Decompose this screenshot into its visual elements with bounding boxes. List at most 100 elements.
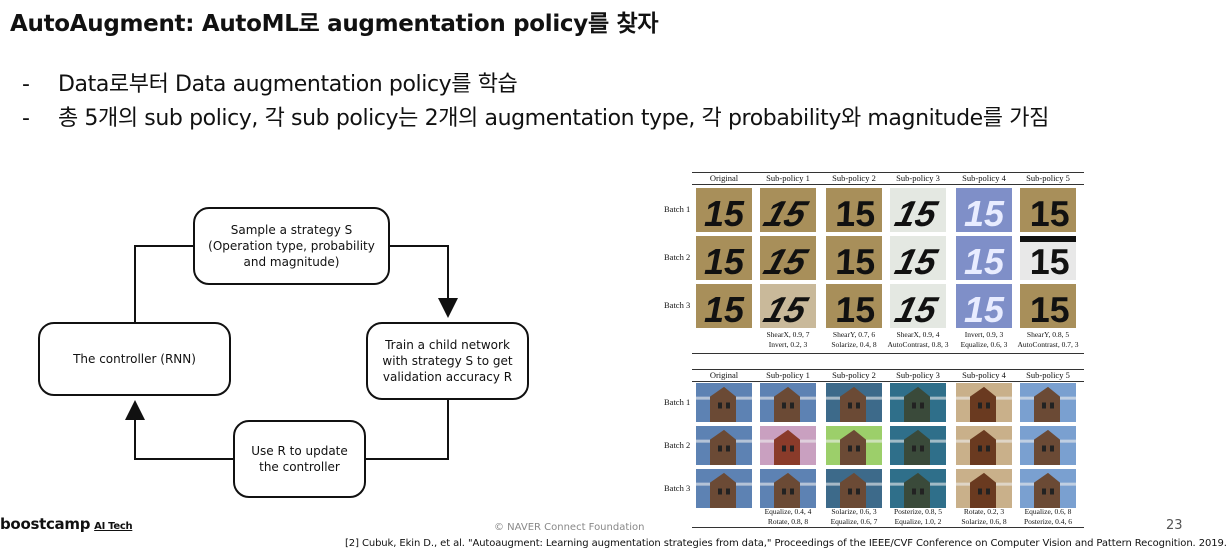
imagenet-sample-image [890, 383, 946, 422]
svhn-sample-image: 15 [826, 236, 882, 282]
column-header: Sub-policy 3 [896, 173, 940, 183]
table-bottom-rule [692, 527, 1084, 528]
slide-title: AutoAugment: AutoML로 augmentation policy… [10, 11, 659, 37]
table-header-rule [692, 184, 1084, 185]
bullet-1: -Data로부터 Data augmentation policy를 학습 [22, 66, 518, 98]
imagenet-sample-image [696, 426, 752, 465]
svhn-sample-image: 15 [826, 188, 882, 234]
svg-text:15: 15 [1026, 241, 1074, 282]
caption-line: Equalize, 1.0, 2 [894, 517, 942, 526]
imagenet-sample-image [1020, 426, 1076, 465]
svhn-sample-image: 15 [759, 236, 816, 282]
svhn-sample-image: 15 [696, 188, 752, 234]
column-header: Sub-policy 5 [1026, 173, 1070, 183]
svg-text:15: 15 [1026, 289, 1074, 330]
svhn-sample-image: 15 [956, 188, 1012, 234]
bullet-text: 총 5개의 sub policy, 각 sub policy는 2개의 augm… [58, 106, 1049, 131]
row-header: Batch 3 [664, 300, 691, 310]
table-bottom-rule [692, 353, 1084, 354]
imagenet-sample-image [1020, 469, 1076, 508]
svhn-sample-image: 15 [759, 284, 816, 330]
svg-text:15: 15 [832, 289, 879, 330]
svhn-sample-image: 15 [956, 284, 1012, 330]
column-header: Sub-policy 4 [962, 370, 1006, 380]
caption-line: Posterize, 0.4, 6 [1023, 517, 1073, 526]
caption-line: Invert, 0.9, 3 [964, 330, 1004, 339]
imagenet-sample-image [956, 426, 1012, 465]
svhn-sample-image: 15 [1020, 188, 1076, 234]
svg-text:15: 15 [704, 241, 745, 282]
column-header: Original [709, 173, 739, 183]
imagenet-sample-image [760, 469, 816, 508]
caption-line: Equalize, 0.6, 8 [1024, 507, 1072, 516]
sample-strategy-node: Sample a strategy S (Operation type, pro… [193, 207, 390, 285]
svhn-sample-image: 15 [1020, 236, 1076, 282]
svhn-sample-image: 15 [759, 188, 816, 234]
imagenet-sample-image [890, 426, 946, 465]
svg-text:15: 15 [704, 289, 745, 330]
column-header: Sub-policy 3 [896, 370, 940, 380]
controller-node: The controller (RNN) [38, 322, 231, 396]
column-header: Sub-policy 5 [1026, 370, 1070, 380]
train-child-network-node: Train a child network with strategy S to… [366, 322, 529, 400]
caption-line: Posterize, 0.8, 5 [893, 507, 943, 516]
row-header: Batch 3 [664, 482, 691, 493]
table-top-rule [692, 172, 1084, 173]
update-controller-node: Use R to update the controller [233, 420, 366, 498]
imagenet-sample-image [696, 383, 752, 422]
caption-line: ShearY, 0.7, 6 [832, 330, 876, 339]
svhn-sample-image: 15 [890, 188, 946, 234]
caption-line: AutoContrast, 0.7, 3 [1017, 340, 1079, 349]
svg-text:15: 15 [704, 193, 745, 234]
row-header: Batch 1 [664, 396, 691, 407]
page-number: 23 [1166, 518, 1183, 533]
caption-line: Solarize, 0.6, 3 [831, 507, 877, 516]
svg-text:15: 15 [964, 241, 1005, 282]
svhn-sample-image: 15 [890, 236, 946, 282]
svg-text:15: 15 [964, 193, 1005, 234]
caption-line: ShearX, 0.9, 7 [766, 330, 810, 339]
caption-line: Solarize, 0.4, 8 [831, 340, 877, 349]
caption-line: ShearY, 0.8, 5 [1026, 330, 1070, 339]
imagenet-policy-figure: Original Sub-policy 1 Sub-policy 2 Sub-poli… [656, 367, 1084, 529]
row-header: Batch 2 [664, 252, 691, 262]
arrow-train-to-update [366, 400, 449, 460]
column-header: Original [709, 370, 739, 380]
arrow-controller-to-sample [134, 245, 193, 322]
caption-line: Solarize, 0.6, 8 [961, 517, 1007, 526]
arrow-sample-to-train [390, 245, 458, 318]
imagenet-sample-image [890, 469, 946, 508]
column-header: Sub-policy 1 [766, 370, 810, 380]
caption-line: AutoContrast, 0.8, 3 [887, 340, 949, 349]
bullet-text: Data로부터 Data augmentation policy를 학습 [58, 72, 518, 97]
svhn-sample-image: 15 [956, 236, 1012, 282]
brand-name: boostcamp [0, 515, 91, 533]
column-header: Sub-policy 1 [766, 173, 810, 183]
imagenet-sample-image [760, 426, 816, 465]
column-header: Sub-policy 2 [832, 370, 876, 380]
svhn-sample-image: 15 [1020, 284, 1076, 330]
caption-line: Rotate, 0.2, 3 [963, 507, 1005, 516]
table-top-rule [692, 369, 1084, 370]
svhn-sample-image: 15 [890, 284, 946, 330]
citation: [2] Cubuk, Ekin D., et al. "Autoaugment:… [345, 538, 1227, 549]
svhn-sample-image: 15 [696, 236, 752, 282]
copyright: © NAVER Connect Foundation [494, 522, 645, 533]
svg-text:15: 15 [1026, 193, 1074, 234]
imagenet-sample-image [1020, 383, 1076, 422]
imagenet-sample-image [760, 383, 816, 422]
imagenet-sample-image [956, 383, 1012, 422]
imagenet-sample-image [826, 383, 882, 422]
imagenet-sample-image [956, 469, 1012, 508]
caption-line: Invert, 0.2, 3 [768, 340, 808, 349]
